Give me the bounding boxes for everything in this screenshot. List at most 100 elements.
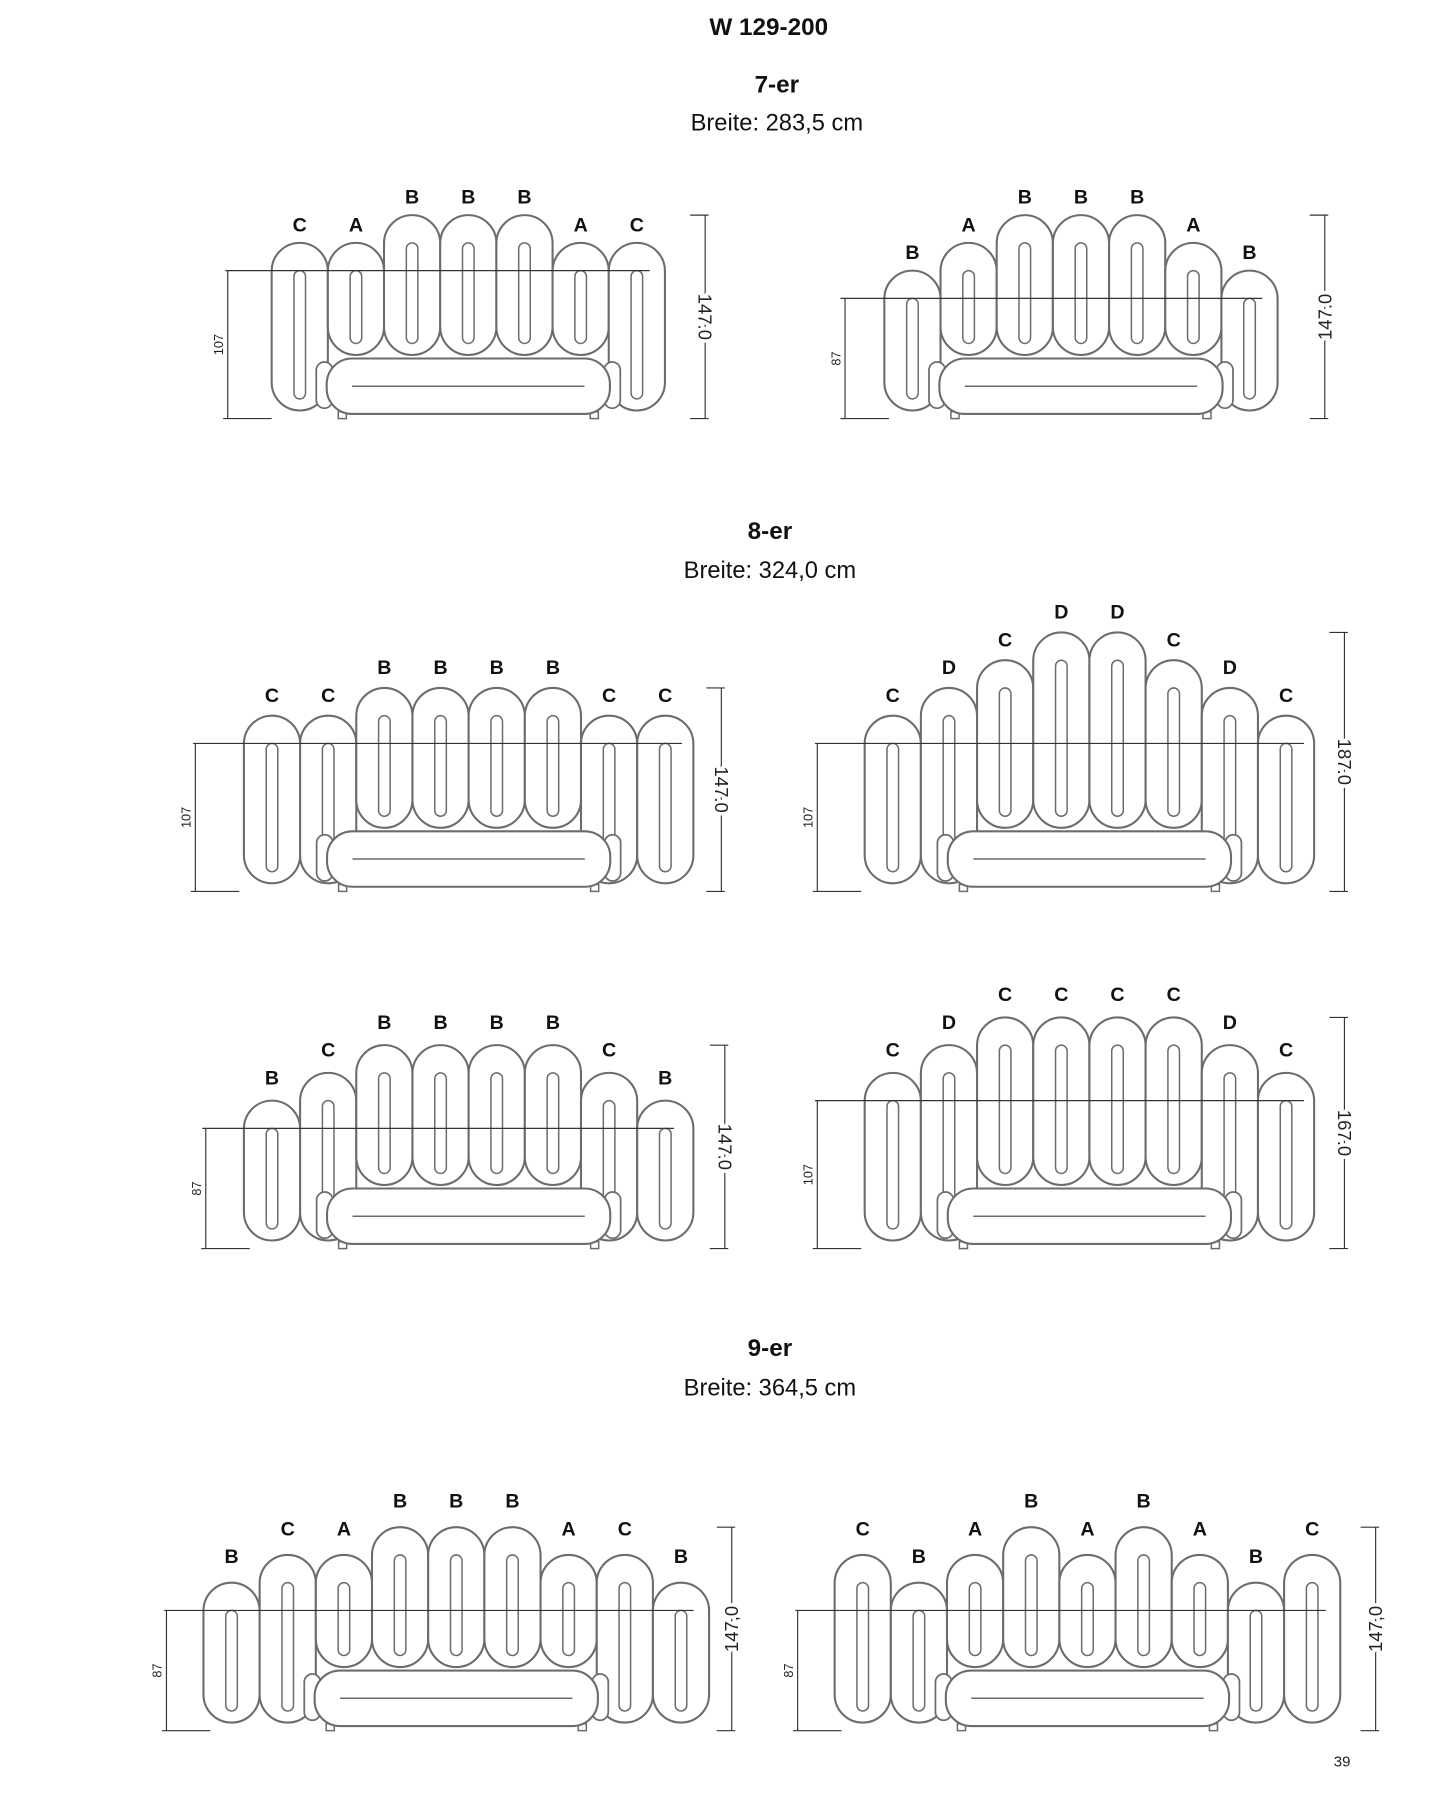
cushion-outline [382, 214, 442, 357]
module-label: A [562, 1518, 576, 1540]
module-label: B [1242, 242, 1256, 264]
module-label: C [1054, 984, 1068, 1006]
total-height-value: 147.0 [695, 294, 716, 340]
module-label: B [1249, 1546, 1263, 1568]
cushion-outline [863, 714, 922, 885]
section-width: Breite: 283,5 cm [691, 111, 863, 137]
module-label: B [1024, 1491, 1038, 1513]
cushion-seam [281, 1581, 295, 1712]
cushion-module [523, 686, 583, 829]
module-label: C [1279, 685, 1293, 707]
cushion-module [411, 1044, 470, 1187]
module-label: C [630, 214, 644, 236]
arm-height-value: 87 [781, 1663, 796, 1677]
module-label: A [962, 214, 976, 236]
total-height-value: 167.0 [1334, 1110, 1355, 1156]
module-label: D [1223, 657, 1237, 679]
arm-height-value: 107 [801, 1164, 816, 1185]
total-height-value: 147,0 [1365, 1606, 1386, 1652]
cushion-module [1256, 714, 1316, 885]
module-label: B [546, 1012, 560, 1034]
cushion-outline [1002, 1526, 1061, 1669]
module-label: B [546, 657, 560, 679]
cushion-outline [467, 1044, 526, 1187]
module-label: D [942, 657, 956, 679]
cushion-seam [856, 1581, 870, 1712]
model-number: W 129-200 [709, 14, 828, 41]
cushion-outline [636, 714, 695, 885]
total-height-value: 147.0 [714, 1124, 735, 1170]
cushion-module [551, 241, 610, 357]
cushion-module [483, 1526, 542, 1669]
module-label: C [618, 1518, 632, 1540]
cushion-seam [393, 1554, 407, 1657]
cushion-outline [411, 686, 470, 829]
cushion-module [636, 714, 695, 885]
cushion-seam [505, 1554, 519, 1657]
cushion-seam [546, 714, 560, 818]
cushion-outline [1114, 1526, 1173, 1669]
cushion-module [370, 1526, 430, 1669]
cushion-outline [1088, 631, 1147, 829]
module-label: B [377, 1012, 391, 1034]
cushion-module [883, 269, 942, 412]
total-height-value: 147.0 [711, 767, 732, 813]
total-height-value: 187.0 [1334, 739, 1355, 785]
module-label: A [968, 1518, 982, 1540]
module-label: A [1186, 214, 1200, 236]
cushion-seam [1167, 1044, 1181, 1175]
arm-height-value: 107 [211, 334, 226, 355]
module-label: B [449, 1491, 463, 1513]
cushion-module [202, 1581, 261, 1724]
module-label: C [1167, 984, 1181, 1006]
section-width: Breite: 364,5 cm [684, 1375, 856, 1401]
cushion-seam [434, 714, 448, 818]
cushion-module [326, 241, 386, 357]
cushion-outline [883, 269, 942, 412]
cushion-seam [377, 714, 391, 818]
cushion-outline [326, 241, 386, 357]
cushion-module [1256, 1071, 1316, 1242]
cushion-seam [968, 1581, 982, 1657]
cushion-seam [490, 1072, 504, 1175]
cushion-module [467, 1044, 526, 1187]
cushion-seam [562, 1581, 576, 1657]
cushion-outline [889, 1581, 949, 1724]
cushion-seam [1054, 1044, 1068, 1175]
cushion-module [1051, 214, 1111, 357]
cushion-seam [517, 242, 532, 345]
cushion-outline [863, 1071, 922, 1242]
module-label: D [1110, 602, 1124, 624]
cushion-outline [1032, 631, 1091, 829]
module-label: A [349, 214, 363, 236]
module-label: C [658, 685, 672, 707]
cushion-outline [355, 686, 414, 829]
cushion-module [995, 214, 1054, 357]
cushion-module [355, 1044, 414, 1187]
cushion-outline [551, 241, 610, 357]
section-title: 8-er [748, 518, 793, 545]
module-label: B [1137, 1491, 1151, 1513]
module-label: C [281, 1518, 295, 1540]
module-label: A [1080, 1518, 1094, 1540]
module-label: B [224, 1546, 238, 1568]
cushion-seam [449, 1554, 463, 1657]
cushion-outline [1220, 269, 1279, 412]
module-label: C [293, 214, 307, 236]
cushion-outline [833, 1553, 892, 1724]
cushion-outline [1256, 1071, 1316, 1242]
cushion-outline [427, 1526, 486, 1669]
module-label: B [433, 1012, 447, 1034]
cushion-seam [546, 1072, 560, 1175]
cushion-seam [618, 1581, 632, 1712]
module-label: B [393, 1491, 407, 1513]
module-label: C [998, 629, 1012, 651]
module-label: B [1074, 187, 1088, 209]
cushion-module [1108, 214, 1167, 357]
cushion-outline [495, 214, 554, 357]
